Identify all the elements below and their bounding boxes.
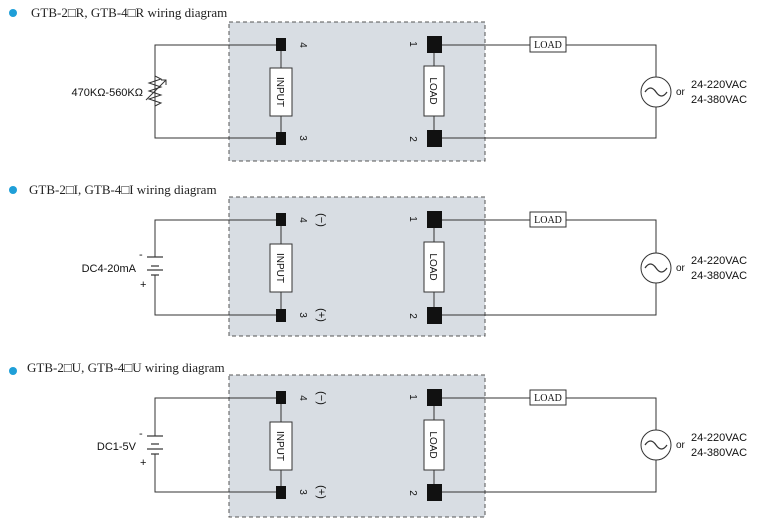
ac-source-icon — [640, 76, 672, 108]
series-load-box — [529, 36, 567, 53]
load-box-label: LOAD — [427, 77, 438, 104]
terminal-3 — [276, 309, 286, 322]
diagram-title: GTB-2□R, GTB-4□R wiring diagram — [31, 5, 227, 20]
terminal-4 — [276, 391, 286, 404]
diagram-title: GTB-2□I, GTB-4□I wiring diagram — [29, 182, 217, 197]
module-body — [228, 21, 486, 162]
polarity-negative: (−) — [315, 213, 327, 227]
series-load-label: LOAD — [534, 215, 562, 226]
supply-line-1: 24-220VAC — [691, 79, 747, 91]
terminal-label-1: 1 — [407, 41, 418, 47]
input-box — [269, 67, 293, 117]
battery-icon — [147, 256, 163, 276]
terminal-label-1: 1 — [407, 394, 418, 400]
load-box — [423, 241, 445, 293]
input-label: INPUT — [274, 253, 285, 283]
bullet-icon — [9, 9, 17, 17]
battery-icon — [147, 435, 163, 455]
diagram-r: GTB-2□R, GTB-4□R wiring diagram 470KΩ-56… — [9, 5, 747, 162]
load-box-label: LOAD — [427, 253, 438, 280]
supply-prefix: or — [676, 87, 686, 98]
supply-line-2: 24-380VAC — [691, 270, 747, 282]
series-load-label: LOAD — [534, 40, 562, 51]
terminal-label-4: 4 — [297, 42, 308, 48]
supply-line-1: 24-220VAC — [691, 432, 747, 444]
diagram-i: GTB-2□I, GTB-4□I wiring diagram - + DC4-… — [9, 182, 747, 337]
input-label: INPUT — [274, 77, 285, 107]
module-body — [228, 374, 486, 518]
terminal-3 — [276, 486, 286, 499]
source-label: 470KΩ-560KΩ — [72, 87, 144, 99]
terminal-2 — [427, 484, 442, 501]
load-box — [423, 65, 445, 117]
input-label: INPUT — [274, 431, 285, 461]
terminal-label-4: 4 — [297, 217, 308, 223]
terminal-label-2: 2 — [407, 136, 418, 142]
diagram-u: GTB-2□U, GTB-4□U wiring diagram - + DC1-… — [9, 360, 747, 518]
series-load-label: LOAD — [534, 393, 562, 404]
ac-source-icon — [640, 252, 672, 284]
terminal-3 — [276, 132, 286, 145]
wires — [154, 397, 657, 493]
bullet-icon — [9, 367, 17, 375]
terminal-4 — [276, 38, 286, 51]
battery-minus: - — [139, 428, 143, 440]
terminal-label-3: 3 — [297, 135, 308, 141]
terminal-4 — [276, 213, 286, 226]
terminal-label-2: 2 — [407, 313, 418, 319]
supply-line-2: 24-380VAC — [691, 447, 747, 459]
load-box — [423, 419, 445, 471]
battery-minus: - — [139, 249, 143, 261]
load-box-label: LOAD — [427, 431, 438, 458]
terminal-label-4: 4 — [297, 395, 308, 401]
terminal-1 — [427, 211, 442, 228]
ac-source-icon — [640, 429, 672, 461]
source-label: DC1-5V — [97, 441, 137, 453]
terminal-label-3: 3 — [297, 312, 308, 318]
supply-prefix: or — [676, 440, 686, 451]
terminal-2 — [427, 130, 442, 147]
bullet-icon — [9, 186, 17, 194]
polarity-positive: (+) — [315, 485, 327, 499]
polarity-positive: (+) — [315, 308, 327, 322]
supply-line-2: 24-380VAC — [691, 94, 747, 106]
terminal-label-1: 1 — [407, 216, 418, 222]
polarity-negative: (−) — [315, 391, 327, 405]
diagram-title: GTB-2□U, GTB-4□U wiring diagram — [27, 360, 225, 375]
series-load-box — [529, 211, 567, 228]
battery-plus: + — [140, 457, 146, 469]
battery-plus: + — [140, 279, 146, 291]
series-load-box — [529, 389, 567, 406]
input-box — [269, 421, 293, 471]
input-box — [269, 243, 293, 293]
supply-prefix: or — [676, 263, 686, 274]
terminal-label-3: 3 — [297, 489, 308, 495]
terminal-1 — [427, 36, 442, 53]
terminal-2 — [427, 307, 442, 324]
potentiometer-icon — [145, 75, 167, 107]
supply-line-1: 24-220VAC — [691, 255, 747, 267]
source-label: DC4-20mA — [82, 263, 137, 275]
terminal-1 — [427, 389, 442, 406]
terminal-label-2: 2 — [407, 490, 418, 496]
